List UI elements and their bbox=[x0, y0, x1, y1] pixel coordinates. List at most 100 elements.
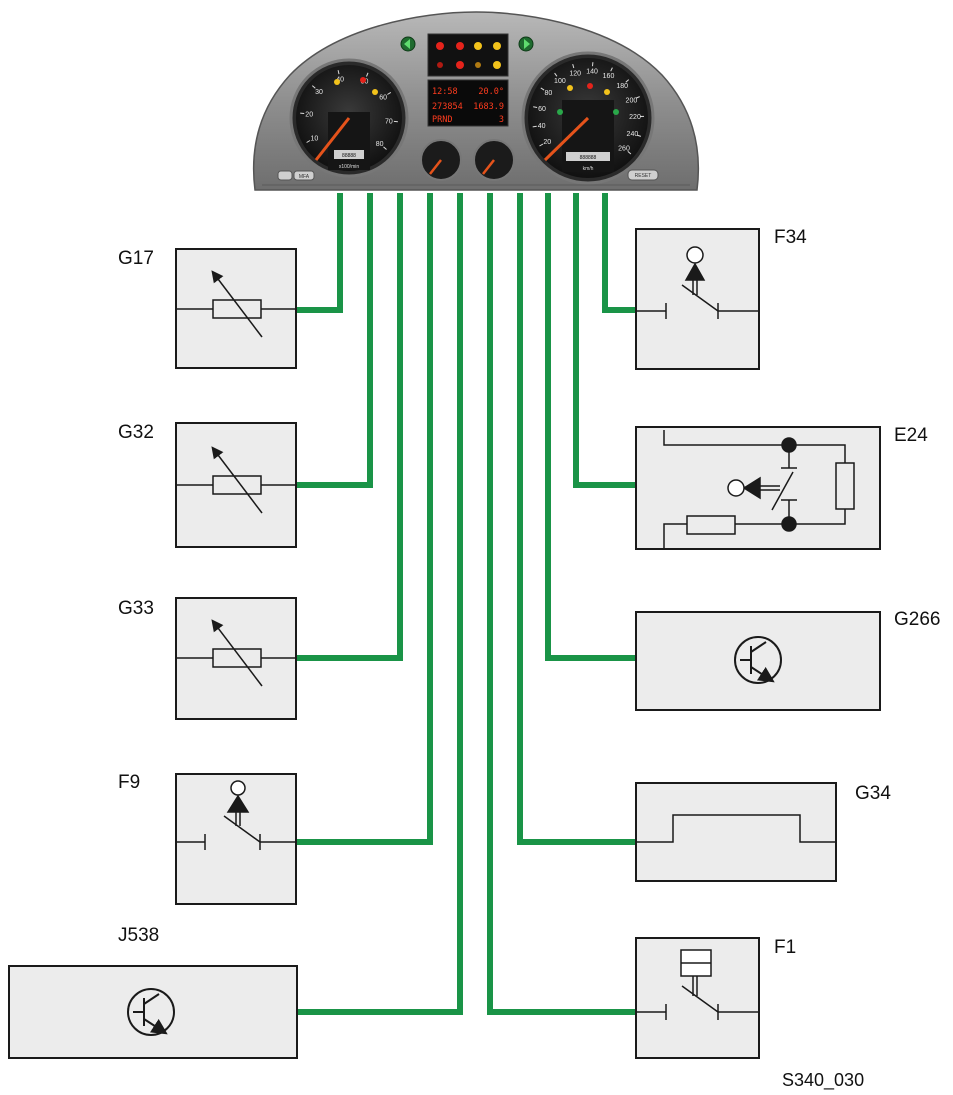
speed-tick-mark bbox=[635, 96, 640, 99]
wiring-harness bbox=[297, 193, 636, 1015]
tach-tick-label: 10 bbox=[311, 136, 319, 143]
variable-resistor-g33-icon bbox=[176, 619, 296, 687]
label-f9: F9 bbox=[118, 772, 141, 793]
brake-warning-icon bbox=[437, 62, 443, 68]
display-temperature: 20.0° bbox=[478, 87, 504, 97]
speed-tick-label: 20 bbox=[543, 139, 551, 146]
speed-tick-mark bbox=[572, 63, 575, 69]
speed-odometer: 888888 bbox=[580, 155, 597, 161]
tach-tick-mark bbox=[383, 146, 387, 150]
coolant-warning-icon bbox=[436, 42, 444, 50]
transistor-j538-icon bbox=[127, 988, 175, 1036]
label-f1: F1 bbox=[774, 937, 797, 958]
wire-g266 bbox=[545, 193, 636, 661]
speed-tick-mark bbox=[636, 134, 642, 137]
label-g32: G32 bbox=[118, 422, 154, 443]
speed-unit: km/h bbox=[583, 166, 594, 172]
figure-id: S340_030 bbox=[782, 1070, 865, 1090]
speed-tick-mark bbox=[532, 125, 537, 128]
wire-f9 bbox=[297, 193, 433, 845]
fuel-warning-icon bbox=[493, 42, 501, 50]
tach-tick-label: 30 bbox=[315, 89, 323, 96]
cluster-button-reset[interactable] bbox=[627, 169, 659, 181]
tachometer: 1020304050607080 88888 x100/min bbox=[289, 58, 409, 178]
speed-tick-label: 220 bbox=[629, 114, 641, 121]
wire-g34 bbox=[517, 193, 636, 845]
tach-tick-mark bbox=[366, 72, 369, 77]
display-trip: 1683.9 bbox=[473, 102, 504, 112]
tach-tick-label: 80 bbox=[376, 141, 384, 148]
speed-tick-label: 60 bbox=[538, 106, 546, 113]
speed-tick-label: 40 bbox=[538, 123, 546, 130]
variable-resistor-g32-icon bbox=[176, 446, 296, 514]
hall-sender-g266-icon bbox=[734, 636, 782, 684]
speed-tick-label: 140 bbox=[586, 69, 598, 76]
pressure-switch-f34-icon bbox=[636, 246, 758, 319]
mfa-button-label: MFA bbox=[299, 174, 310, 180]
speed-tick-label: 260 bbox=[618, 146, 630, 153]
speed-tick-label: 160 bbox=[603, 73, 615, 80]
wire-f1 bbox=[487, 193, 636, 1015]
speed-tick-label: 180 bbox=[616, 83, 628, 90]
speed-tick-label: 240 bbox=[627, 131, 639, 138]
tachometer-needle bbox=[314, 117, 351, 161]
switch-f9-box bbox=[175, 773, 297, 905]
sensor-g34-box bbox=[635, 782, 837, 882]
coolant-gauge bbox=[473, 139, 515, 181]
speed-tick-mark bbox=[610, 67, 613, 72]
wire-g33 bbox=[297, 193, 403, 661]
speed-tick-label: 80 bbox=[545, 90, 553, 97]
switch-f1-icon bbox=[636, 949, 758, 1020]
display-gear-selector: PRND bbox=[432, 115, 452, 125]
speed-tick-mark bbox=[539, 143, 544, 147]
tach-unit: x100/min bbox=[339, 164, 360, 170]
cluster-button-left-1[interactable] bbox=[277, 170, 293, 181]
variable-resistor-g17-icon bbox=[176, 270, 296, 338]
speedometer-needle bbox=[543, 116, 590, 162]
multifunction-display bbox=[427, 79, 509, 127]
speed-tick-mark bbox=[554, 72, 558, 77]
tach-tick-mark bbox=[311, 85, 316, 89]
tach-odometer: 88888 bbox=[342, 153, 356, 159]
speed-tick-mark bbox=[627, 151, 632, 155]
speed-tick-label: 120 bbox=[569, 70, 581, 77]
epc-warning-icon bbox=[475, 62, 481, 68]
brake-pad-sensor-g34-icon bbox=[636, 814, 836, 843]
wire-f34 bbox=[602, 193, 636, 313]
speed-tick-mark bbox=[533, 106, 538, 108]
label-g266: G266 bbox=[894, 609, 941, 630]
pressure-switch-f9-icon bbox=[176, 780, 296, 850]
wire-g17 bbox=[297, 193, 343, 313]
battery-warning-icon bbox=[456, 42, 464, 50]
label-e24: E24 bbox=[894, 425, 928, 446]
speed-tick-mark bbox=[625, 79, 630, 83]
instrument-cluster: 12:58 20.0° 273854 1683.9 PRND 3 1020304… bbox=[252, 11, 700, 191]
belt-switch-e24-icon bbox=[663, 430, 855, 549]
reset-button-label: RESET bbox=[635, 173, 652, 179]
label-j538: J538 bbox=[118, 925, 160, 946]
wire-j538 bbox=[297, 193, 463, 1015]
label-g17: G17 bbox=[118, 248, 154, 269]
tach-tick-label: 40 bbox=[336, 77, 344, 84]
warning-lamp-panel bbox=[427, 33, 509, 77]
abs-warning-icon bbox=[456, 61, 464, 69]
fuel-gauge bbox=[420, 139, 462, 181]
display-time: 12:58 bbox=[432, 87, 458, 97]
cluster-button-mfa[interactable] bbox=[293, 170, 315, 181]
tach-tick-label: 70 bbox=[385, 119, 393, 126]
label-f34: F34 bbox=[774, 227, 807, 248]
speed-tick-label: 100 bbox=[554, 78, 566, 85]
tach-tick-label: 20 bbox=[305, 112, 313, 119]
tach-tick-mark bbox=[337, 70, 340, 75]
display-odometer: 273854 bbox=[432, 102, 463, 112]
label-g33: G33 bbox=[118, 598, 154, 619]
tach-tick-mark bbox=[387, 91, 392, 95]
oil-warning-icon bbox=[474, 42, 482, 50]
glow-plug-icon bbox=[493, 61, 501, 69]
label-g34: G34 bbox=[855, 783, 891, 804]
wire-g32 bbox=[297, 193, 373, 488]
speed-tick-label: 200 bbox=[626, 98, 638, 105]
wire-e24 bbox=[573, 193, 636, 488]
